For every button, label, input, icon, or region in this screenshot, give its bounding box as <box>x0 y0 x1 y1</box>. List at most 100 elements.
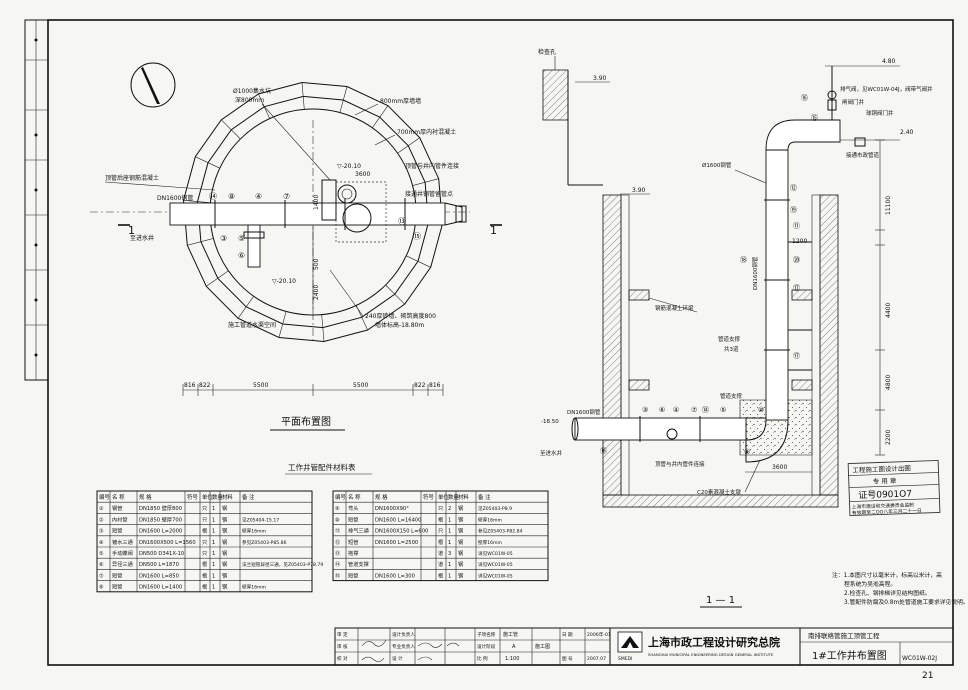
table-cell: 管道支撑 <box>348 560 369 568</box>
tb-label: 专业负责人 <box>392 643 415 650</box>
title-block: 审 定 审 核 设计负责人 专业负责人 校 对 设 计 子项名称 设计阶段 比 … <box>334 627 954 681</box>
note-line: 2.检查孔、钢排梯详见结构图纸。 <box>844 589 931 597</box>
table-cell: 钢 <box>458 515 463 523</box>
table-cell: 钢 <box>458 571 463 579</box>
label-dim-1400: 1400 <box>313 195 320 210</box>
table-cell: DN1600 L=300 <box>375 573 415 579</box>
callout: ④ <box>255 192 262 201</box>
table-cell: DN1600X500 L=1560 <box>139 540 196 546</box>
table-cell: ① <box>99 506 104 512</box>
table-cell: 1 <box>212 562 215 568</box>
callout: ⑭ <box>702 406 709 414</box>
tb-label: 比 例 <box>477 655 488 662</box>
callout: ⑩ <box>758 406 764 414</box>
label-top-anchor: 顶管后座钢筋混凝土 <box>105 174 159 182</box>
table-cell: 只 <box>202 539 207 546</box>
table-cell: 详见WC01W-05 <box>478 572 513 579</box>
elev-240: 2.40 <box>900 129 914 136</box>
table-cell: DN500 L=1870 <box>139 562 179 568</box>
table-cell: ⑭ <box>335 560 340 568</box>
section-mark-left: 1 <box>128 224 135 237</box>
table-cell: 1 <box>212 540 215 546</box>
section-vertical-dimensions: 11100 1200 4400 4800 2200 <box>792 139 892 456</box>
label-c20: C20素混凝土支墩 <box>697 488 741 496</box>
table-cell: 钢 <box>458 504 463 512</box>
label-dn1600: DN1600钢管 <box>157 194 193 202</box>
table-cell: 只 <box>438 505 443 512</box>
callout: ⑲ <box>790 206 797 214</box>
table-cell: 钢 <box>222 583 227 591</box>
callout: ⑳ <box>793 256 800 264</box>
table-cell: 根 <box>438 515 443 523</box>
table-cell: ③ <box>99 529 104 535</box>
approval-stamp: 工程施工图设计出图 专 用 章 证号0901O7 上海市建设和交通委员会监制 有… <box>847 459 941 516</box>
label-inspect: 检查孔 <box>538 48 556 56</box>
elev-390a: 3.90 <box>593 75 607 82</box>
tb-value: 施工管 <box>503 631 518 638</box>
table-cell: ⑦ <box>99 573 104 579</box>
segment-line <box>397 137 420 154</box>
table-header-cell: 单位 <box>202 493 213 501</box>
vdim: 1200 <box>792 238 807 245</box>
callout: ⑥ <box>238 251 245 260</box>
table-cell: DN500 D341X-10 <box>139 551 184 557</box>
page-number: 21 <box>922 671 933 681</box>
table-cell: 根 <box>438 538 443 546</box>
segment-line <box>278 311 287 338</box>
segment-line <box>206 270 229 287</box>
table-cell: 拖撑 <box>348 549 358 557</box>
callout: ③ <box>642 406 648 414</box>
tb-label: 审 定 <box>337 631 348 638</box>
segment-line <box>406 255 431 268</box>
note-line: 3.管配件防腐及0.8m处管道施工要求详见说明。 <box>844 598 968 606</box>
table-title: 工作井管配件材料表 <box>288 462 356 472</box>
table-cell: 法兰短管异径三通，见Z05403-P78.79 <box>242 561 323 568</box>
plan-title: 平面布置图 <box>281 416 331 428</box>
table-cell: 短管 <box>112 583 122 591</box>
stamp-line5: 有效期至二OO八年三月二十一日 <box>852 507 922 516</box>
dim-3600: 3600 <box>772 464 787 471</box>
table-header-cell: 名 称 <box>112 493 125 501</box>
callout: ⑮ <box>413 232 421 241</box>
tb-label: 子项名称 <box>477 631 496 638</box>
table-cell: 壁厚16mm <box>478 516 503 523</box>
table-cell: DN1600X150 L=600 <box>375 529 428 535</box>
table-cell: 参见Z05403-P82.84 <box>478 528 523 535</box>
table-cell: ⑪ <box>335 527 340 535</box>
label-lining700: 700mm厚内衬混凝土 <box>397 128 456 136</box>
stamp-line1: 工程施工图设计出图 <box>852 463 911 474</box>
section-view: 3.90 检查孔 3.90 4.80 2.40 <box>538 48 933 608</box>
tb-value: 2007.07 <box>587 656 606 662</box>
table-cell: 钢管 <box>112 504 122 512</box>
callout: ⑰ <box>793 352 800 360</box>
tb-drawing-number: WC01W-02J <box>902 655 937 662</box>
table-cell: 壁厚16mm <box>242 528 267 535</box>
table-cell: DN1600 L=850 <box>139 573 179 579</box>
label-dn1600-vertical: DN1600钢管 <box>751 256 759 290</box>
table-cell: 只 <box>202 550 207 557</box>
stamp-line4: 上海市建设和交通委员会监制 <box>852 501 915 510</box>
section-top-bend <box>765 119 841 151</box>
label-connect: 接通市政管道 <box>846 151 880 159</box>
table-cell: 手动蝶阀 <box>112 549 133 557</box>
project-name: 南排联络管施工顶管工程 <box>808 631 880 640</box>
table-cell: ② <box>99 517 104 523</box>
notes: 注：1.本图尺寸以毫米计，标高以米计，高 程系统为吴淞高程。 2.检查孔、钢排梯… <box>832 571 968 606</box>
table-cell: 短管 <box>112 527 122 535</box>
table-header-cell: 备 注 <box>478 493 491 501</box>
table-cell: 1 <box>448 562 451 568</box>
table-border <box>96 490 313 593</box>
label-pipe-support: 管道支撑 <box>720 392 743 400</box>
table-cell: 只 <box>438 528 443 535</box>
table-header-cell: 符号 <box>187 493 198 501</box>
callout: ⑰ <box>793 284 800 292</box>
table-cell: 道 <box>438 549 443 557</box>
callout: ⑮ <box>811 114 818 122</box>
table-cell: ⑫ <box>335 538 340 546</box>
section-right-wall <box>819 194 839 496</box>
tb-label: 日 期 <box>562 632 573 638</box>
